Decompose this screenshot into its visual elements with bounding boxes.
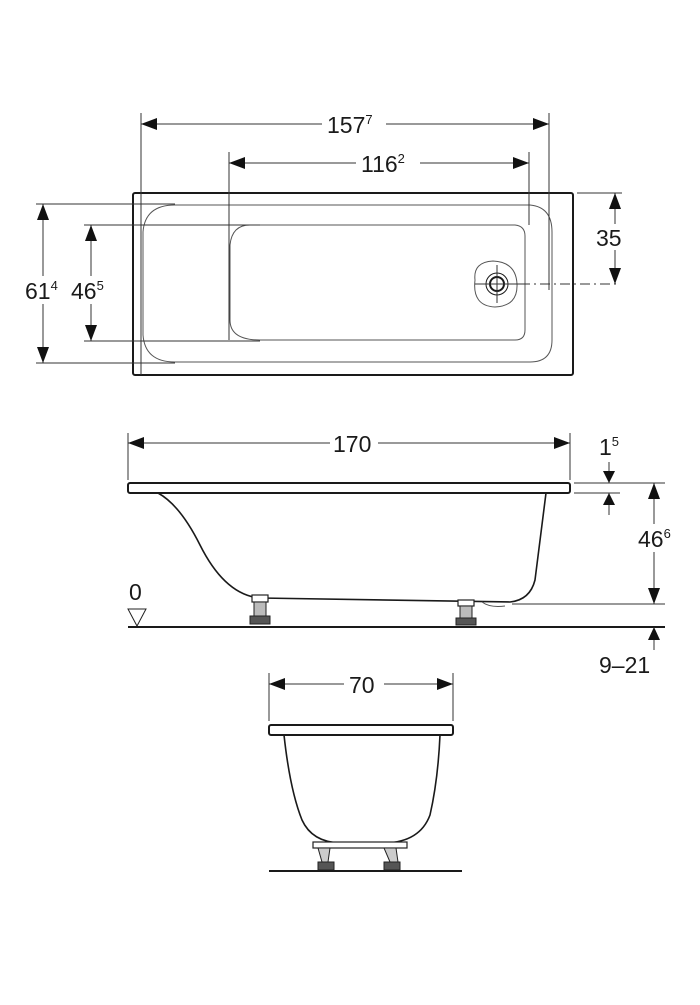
dim-inner-bottom-width: 465: [70, 224, 260, 342]
svg-text:466: 466: [638, 526, 671, 552]
top-view: 1577 1162 614: [22, 110, 635, 376]
leg-left: [249, 594, 271, 625]
dim-leg-adjust: 9–21: [599, 627, 660, 678]
dim-end-width: 70: [268, 670, 454, 721]
dim-drain-offset: 35: [577, 192, 635, 284]
svg-text:465: 465: [71, 278, 104, 304]
svg-text:1162: 1162: [361, 151, 405, 177]
leg-end-right: [383, 847, 401, 871]
rim-end: [268, 724, 454, 736]
dim-overall-length: 1577: [140, 110, 550, 375]
tub-body-end: [283, 734, 441, 844]
svg-text:1577: 1577: [327, 112, 373, 138]
svg-text:0: 0: [129, 579, 142, 605]
leg-right: [455, 599, 477, 626]
svg-text:35: 35: [596, 225, 622, 251]
rim-side: [127, 482, 571, 494]
dim-tub-height: 466: [512, 483, 682, 605]
dim-rim-thickness: 15: [574, 434, 665, 515]
svg-text:15: 15: [599, 434, 619, 460]
end-view: 70: [268, 670, 462, 872]
drain-icon: [474, 260, 620, 308]
side-view: 0 170 15: [127, 429, 682, 678]
dim-rim-length: 170: [127, 429, 571, 480]
svg-text:614: 614: [25, 278, 58, 304]
svg-text:170: 170: [333, 431, 371, 457]
dim-inner-bottom-length: 1162: [228, 149, 530, 340]
floor-level-marker: 0: [127, 579, 147, 628]
leg-end-left: [317, 847, 335, 871]
svg-text:9–21: 9–21: [599, 652, 650, 678]
tub-outline-top: [132, 192, 574, 376]
dim-overall-width: 614: [22, 203, 175, 364]
tub-body-side: [157, 492, 547, 603]
basin-bottom-outline: [229, 224, 526, 341]
svg-text:70: 70: [349, 672, 375, 698]
